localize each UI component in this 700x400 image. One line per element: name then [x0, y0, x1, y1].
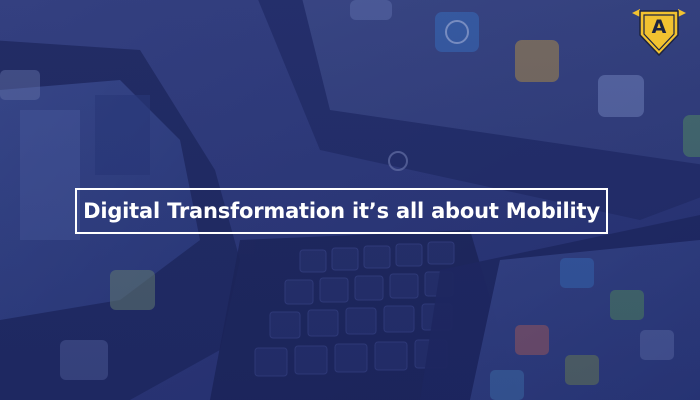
- headline-text: Digital Transformation it’s all about Mo…: [83, 199, 600, 223]
- tablet-icon: [258, 0, 700, 220]
- smartphone-icon: [420, 215, 700, 400]
- headline-box: Digital Transformation it’s all about Mo…: [75, 188, 608, 234]
- logo-letter: A: [651, 16, 667, 38]
- shield-badge-icon: A: [630, 5, 688, 57]
- smartphone-icon: [0, 40, 240, 400]
